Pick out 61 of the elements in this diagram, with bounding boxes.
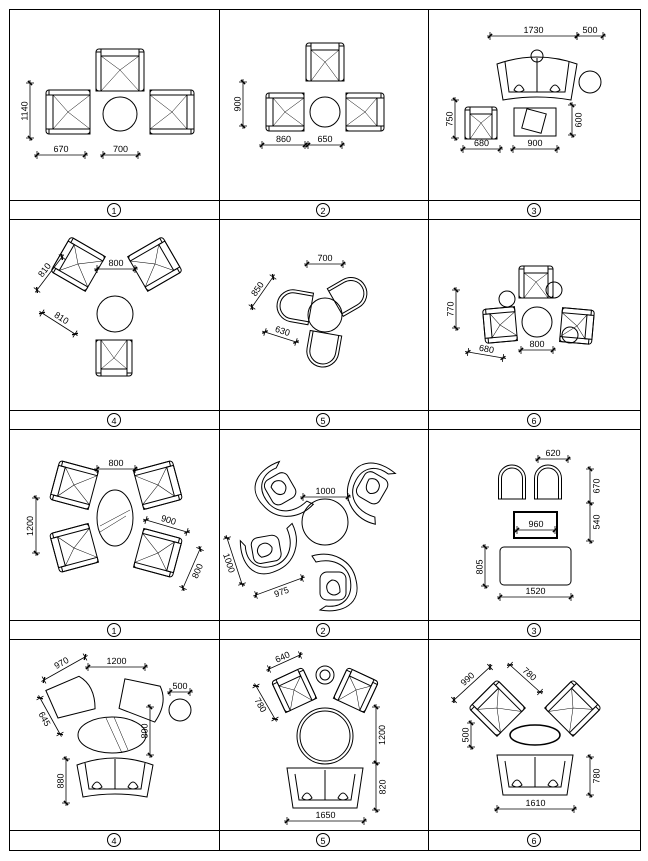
- panel-number: 6: [527, 413, 541, 427]
- panel-number: 4: [107, 833, 121, 847]
- dimension-label: 620: [546, 448, 561, 458]
- dimension-label: 1000: [220, 552, 237, 574]
- dimension-label: 780: [252, 696, 268, 714]
- dimension-label: 800: [108, 258, 124, 268]
- dimension-label: 900: [528, 138, 543, 148]
- dimension-label: 780: [591, 768, 602, 784]
- dimension-label: 990: [459, 670, 477, 688]
- panel-number: 1: [107, 623, 121, 637]
- dimension-label: 820: [377, 778, 388, 794]
- dimension-label: 1610: [526, 798, 546, 808]
- panel-number: 5: [316, 413, 330, 427]
- dimension-label: 970: [52, 655, 71, 672]
- dimension-label: 1650: [316, 810, 336, 820]
- panel-number: 1: [107, 203, 121, 217]
- panel-number: 5: [316, 833, 330, 847]
- panel-number: 3: [527, 623, 541, 637]
- dimension-label: 900: [160, 513, 177, 528]
- dimension-label: 960: [528, 519, 544, 529]
- dimension-label: 700: [113, 144, 128, 154]
- dimension-label: 700: [318, 253, 333, 263]
- dimension-label: 1200: [25, 515, 36, 536]
- dimension-label: 800: [530, 339, 545, 349]
- dimension-label: 780: [520, 665, 538, 683]
- dimension-label: 1000: [316, 486, 336, 496]
- dimension-label: 670: [591, 478, 602, 494]
- dimension-label: 805: [474, 558, 484, 574]
- dimension-label: 600: [573, 112, 584, 128]
- dimension-label: 800: [189, 562, 205, 580]
- dimension-label: 500: [172, 681, 188, 691]
- dimension-label: 860: [276, 134, 292, 144]
- dimension-label: 810: [36, 260, 54, 279]
- dimension-label: 770: [445, 301, 456, 317]
- dimension-label: 500: [582, 25, 598, 35]
- dimension-label: 650: [318, 134, 333, 144]
- dimension-label: 810: [52, 310, 71, 327]
- dimension-label: 1520: [526, 586, 546, 596]
- dimension-label: 880: [55, 773, 66, 789]
- dimension-label: 500: [460, 727, 470, 743]
- panel-number: 6: [527, 833, 541, 847]
- dimension-label: 680: [478, 342, 495, 356]
- panel-number: 3: [527, 203, 541, 217]
- dimension-label: 800: [108, 458, 124, 468]
- dimension-label: 630: [274, 324, 292, 338]
- dimension-label: 645: [36, 710, 53, 728]
- dimension-label: 975: [272, 584, 290, 600]
- dimension-label: 900: [232, 96, 242, 112]
- dimension-label: 1730: [524, 25, 544, 35]
- dimension-label: 750: [444, 111, 454, 127]
- dimension-label: 1200: [106, 656, 127, 666]
- dimension-label: 1140: [19, 100, 30, 120]
- panel-number: 2: [316, 203, 330, 217]
- dimension-label: 1200: [377, 724, 388, 746]
- dimension-label: 540: [591, 514, 602, 530]
- dimension-label: 850: [249, 280, 266, 298]
- panel-number: 4: [107, 413, 121, 427]
- dimension-label: 670: [54, 144, 69, 154]
- dimension-label: 640: [273, 648, 291, 664]
- dimension-label: 680: [474, 138, 490, 148]
- panel-number: 2: [316, 623, 330, 637]
